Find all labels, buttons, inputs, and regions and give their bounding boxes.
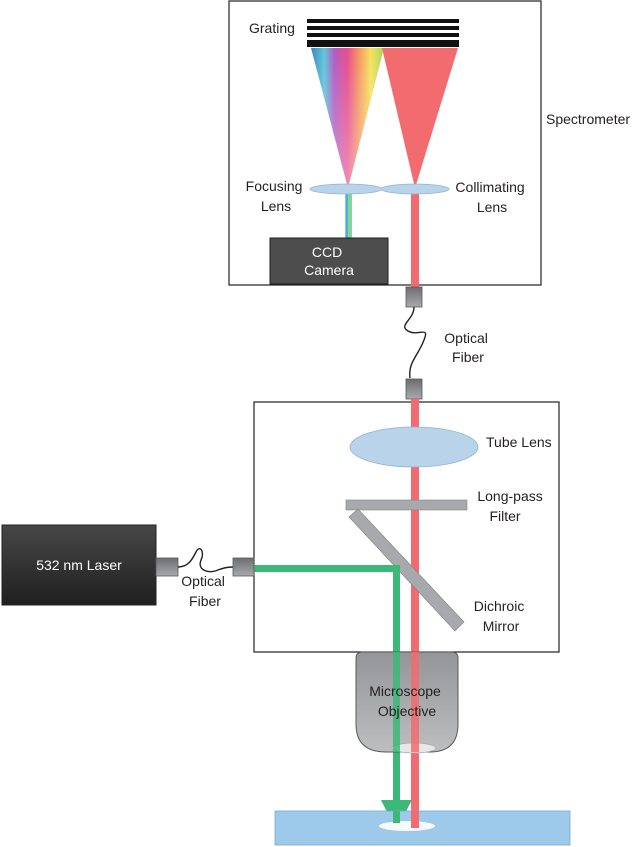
sample-spot xyxy=(379,821,435,831)
raman-beam-microscope xyxy=(411,399,419,828)
fiber-connector-laser xyxy=(155,557,179,577)
dichroic-mirror xyxy=(348,508,465,632)
long-pass-filter-label: Long-pass Filter xyxy=(477,488,546,524)
spectrometer-label: Spectrometer xyxy=(546,111,630,127)
focused-beam-to-ccd xyxy=(345,188,352,238)
microscope-objective xyxy=(355,651,459,753)
fiber-connector-top xyxy=(405,286,423,308)
fiber-connector-middle xyxy=(405,378,423,400)
grating-label: Grating xyxy=(249,20,295,36)
fiber-connector-microscope xyxy=(232,557,255,577)
raman-cone-to-grating xyxy=(382,48,458,188)
optical-fiber-top-label: Optical Fiber xyxy=(444,330,491,365)
focusing-lens-label: Focusing Lens xyxy=(246,178,307,214)
tube-lens-label: Tube Lens xyxy=(486,434,552,450)
laser-beam-horizontal xyxy=(254,565,400,572)
collimating-lens xyxy=(380,183,450,195)
dichroic-mirror-label: Dichroic Mirror xyxy=(474,598,528,634)
laser-label: 532 nm Laser xyxy=(36,557,122,573)
ccd-camera-label: CCD Camera xyxy=(304,244,354,278)
ccd-camera xyxy=(269,237,389,285)
laser-source xyxy=(1,524,157,606)
optical-fiber-left-label: Optical Fiber xyxy=(181,573,228,609)
grating xyxy=(307,19,459,47)
optical-fiber-left xyxy=(177,548,235,573)
raman-beam-spectrometer xyxy=(411,188,419,292)
tube-lens xyxy=(349,426,479,468)
collimating-lens-label: Collimating Lens xyxy=(455,179,528,215)
optical-fiber-top xyxy=(404,306,427,379)
microscope-objective-label: Microscope Objective xyxy=(369,683,444,719)
long-pass-filter xyxy=(345,499,468,511)
focusing-lens xyxy=(309,183,383,195)
